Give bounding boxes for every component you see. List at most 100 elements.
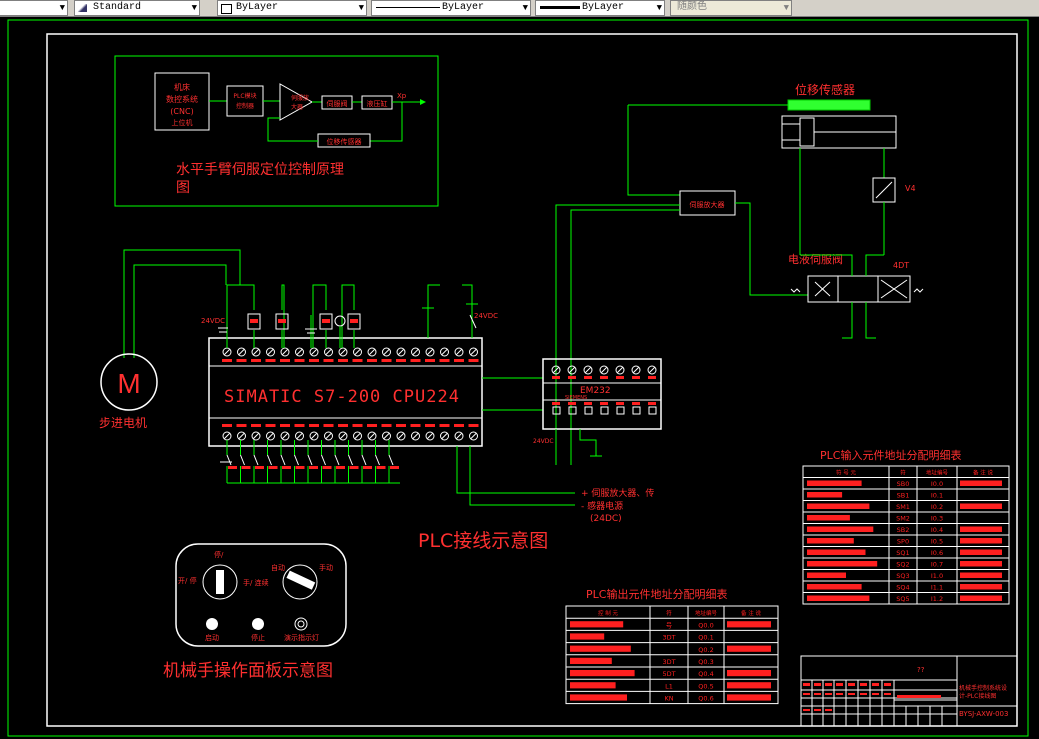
title-block-cell-mark <box>825 709 832 711</box>
output-table-remark-bar <box>727 645 771 652</box>
amp-to-em232-b <box>570 209 680 465</box>
wiring-title: PLC接线示意图 <box>418 530 548 552</box>
stop-button <box>252 618 264 630</box>
title-block-cell-mark <box>872 683 879 686</box>
plc-bottom-terminal <box>266 431 275 441</box>
input-table-cell: SB2 <box>897 526 910 534</box>
panel-label-right-right: 手动 <box>319 563 333 572</box>
linetype-combo[interactable]: ByLayer ▼ <box>371 0 531 16</box>
plc-bottom-terminal-label <box>396 424 406 427</box>
title-block-cell-mark <box>836 683 843 686</box>
plc-bottom-terminal-label <box>381 424 392 427</box>
plc-top-terminal-label <box>367 359 377 362</box>
input-table-symbol-bar <box>807 503 870 509</box>
title-block-cell-mark <box>814 683 821 686</box>
output-table-symbol-bar <box>570 621 624 628</box>
plc-bottom-terminal-label <box>280 424 290 427</box>
demo-indicator-lamp <box>294 617 308 631</box>
siemens-label: SIEMENS <box>565 395 587 401</box>
em232-bottom-terminal <box>600 406 609 415</box>
title-block: ?? 机械手控制系统设 计-PLC接线图 BYSJ-AXW-003 <box>800 655 1018 727</box>
plc-top-terminal <box>280 347 290 357</box>
plc-top-terminal-label <box>468 359 479 362</box>
title-block-grid <box>801 656 1017 726</box>
plc-bottom-terminal-label <box>338 424 348 427</box>
title-block-q: ?? <box>917 666 925 674</box>
plc-bottom-terminal <box>309 431 319 441</box>
plc-bottom-terminal-slot <box>455 432 463 440</box>
plc-top-terminal <box>295 347 304 357</box>
plc-top-terminal <box>367 347 377 357</box>
em232-body <box>542 358 662 430</box>
v4-valve-arrow <box>875 181 893 199</box>
power-minus-wire <box>469 446 575 506</box>
outer-frame <box>7 19 1029 737</box>
input-switch-label <box>241 466 251 469</box>
disp-sensor-title: 位移传感器 <box>795 82 855 97</box>
input-table-symbol-bar <box>807 572 846 578</box>
em232-top-terminal-slot <box>648 366 656 374</box>
text-style-icon <box>78 4 87 12</box>
input-table-cell: SQ5 <box>896 595 909 603</box>
em232-top-terminal-label <box>584 376 592 379</box>
output-table-cell: Q0.1 <box>698 634 713 642</box>
output-table-cell: Q0.0 <box>698 621 713 629</box>
em232-bottom-terminal-label <box>584 402 592 405</box>
valve-tank-b <box>865 302 876 339</box>
start-button-label: 启动 <box>205 633 219 642</box>
title-block-cell-mark <box>825 693 832 695</box>
chevron-down-icon: ▼ <box>191 3 197 13</box>
lineweight-combo[interactable]: ByLayer ▼ <box>535 0 665 16</box>
input-table-remark-bar <box>960 561 1002 567</box>
plot-style-combo[interactable]: 随颜色 ▼ <box>670 0 792 16</box>
em232-top-terminal-label <box>648 376 656 379</box>
valve-cell-3 <box>877 275 911 303</box>
input-table-cell: I0.2 <box>931 503 943 511</box>
em232-top-terminal-slot <box>568 366 576 374</box>
text-style-combo[interactable]: Standard ▼ <box>74 0 200 16</box>
output-table-cell: L1 <box>665 682 673 690</box>
layer-color-combo[interactable]: ByLayer ▼ <box>217 0 367 16</box>
cad-drawing[interactable]: 机床 数控系统 (CNC) 上位机 PLC模块 控制器 伺服放 大器 伺服阀 液… <box>0 16 1039 739</box>
output-table-symbol-bar <box>570 682 616 689</box>
plc-bottom-terminal <box>251 431 261 441</box>
text-style-left-combo[interactable]: ▼ <box>0 0 68 16</box>
output-table-cell: Q0.4 <box>698 670 713 678</box>
operating-panel: 停/ 开/ 停 手/ 连续 自动 手动 启动 停止 演示指示灯 <box>175 543 347 647</box>
input-table-symbol-bar <box>807 492 843 498</box>
plc-bottom-terminal <box>338 431 348 441</box>
amp-label-2: 大器 <box>291 103 303 111</box>
plc-bottom-terminal-label <box>439 424 450 427</box>
plc-top-terminal <box>237 347 246 357</box>
output-table-cell: Q0.6 <box>698 695 713 703</box>
valve-cross-2 <box>880 279 908 299</box>
valve-tank-a <box>842 302 853 339</box>
input-table-cell: SQ4 <box>896 584 909 592</box>
plc-bottom-terminal-label <box>236 424 247 427</box>
output-wire <box>226 284 255 348</box>
title-block-cell-mark <box>825 683 832 686</box>
cnc-box-line-3: (CNC) <box>170 107 193 116</box>
plc-top-terminal-label <box>410 359 421 362</box>
xp-label: Xp <box>397 92 407 100</box>
em232-bottom-terminal <box>616 406 625 415</box>
input-table-symbol-bar <box>807 584 862 590</box>
em232-bottom-terminal-label <box>632 402 640 405</box>
plc-bottom-terminal-slot <box>354 432 361 440</box>
input-switch-label <box>255 466 264 469</box>
plc-bottom-terminal-slot <box>368 432 376 440</box>
plc-box-line-2: 控制器 <box>236 102 254 110</box>
input-switch <box>307 454 313 466</box>
plc-bottom-terminal <box>280 431 290 441</box>
input-table-cell: SB0 <box>897 480 910 488</box>
plc-top-terminal-label <box>425 359 435 362</box>
title-block-name-1: 机械手控制系统设 <box>959 684 1007 692</box>
plc-bottom-terminal-label <box>468 424 479 427</box>
em232-bottom-terminal-label <box>552 402 560 405</box>
drawing-canvas[interactable]: 机床 数控系统 (CNC) 上位机 PLC模块 控制器 伺服放 大器 伺服阀 液… <box>0 16 1039 739</box>
plc-top-terminal-label <box>323 359 334 362</box>
principle-title-1: 水平手臂伺服定位控制原理 <box>176 162 344 178</box>
output-table-cell: 5DT <box>662 670 675 678</box>
sensor-to-amp <box>627 105 680 196</box>
input-switch <box>294 454 299 466</box>
